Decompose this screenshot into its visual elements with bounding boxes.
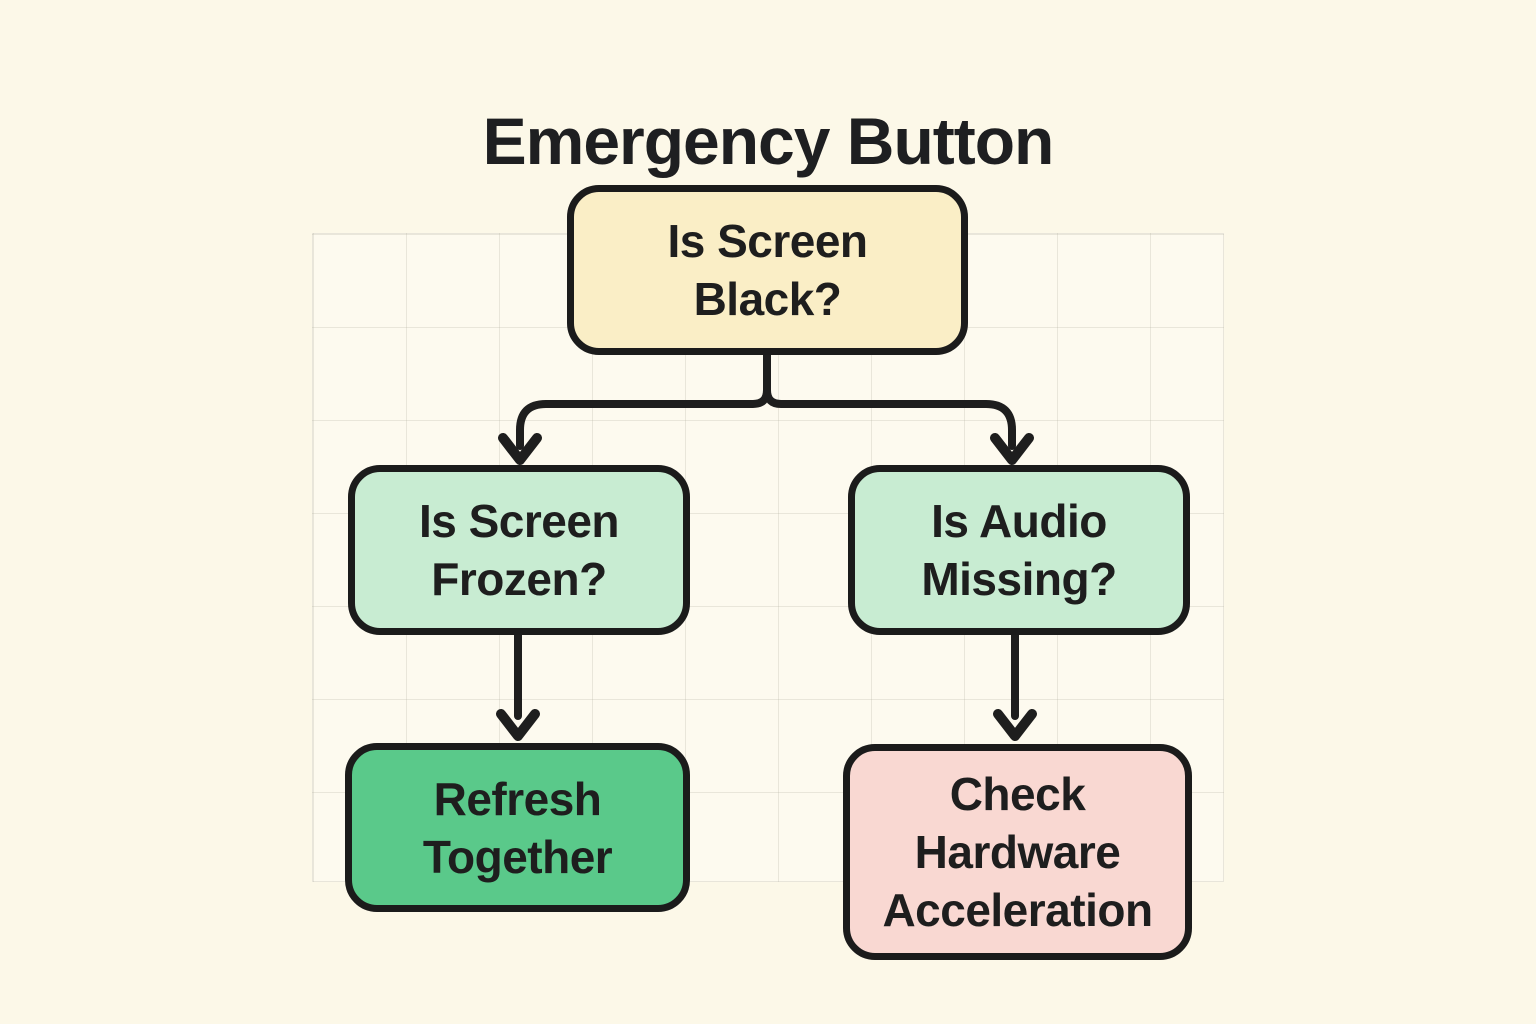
arrowhead-down-icon: [993, 709, 1037, 741]
edge-right-to-action: [993, 630, 1037, 741]
node-is-screen-frozen: Is Screen Frozen?: [348, 465, 690, 635]
node-label: Is Screen Black?: [667, 215, 868, 325]
edge-root-to-right: [763, 348, 1034, 465]
arrowhead-down-icon: [496, 709, 540, 741]
node-label: Is Screen Frozen?: [418, 495, 620, 605]
arrowhead-down-icon: [990, 433, 1034, 465]
edge-left-to-action: [496, 630, 540, 741]
node-refresh-together: Refresh Together: [345, 743, 690, 912]
edge-root-to-left: [498, 348, 771, 465]
node-check-hardware-acceleration: Check Hardware Acceleration: [843, 744, 1192, 960]
node-is-audio-missing: Is Audio Missing?: [848, 465, 1190, 635]
node-is-screen-black: Is Screen Black?: [567, 185, 968, 355]
node-label: Is Audio Missing?: [921, 495, 1117, 605]
page-title: Emergency Button: [482, 104, 1055, 179]
arrowhead-down-icon: [498, 433, 542, 465]
node-label: Refresh Together: [422, 772, 613, 883]
node-label: Check Hardware Acceleration: [882, 768, 1153, 936]
